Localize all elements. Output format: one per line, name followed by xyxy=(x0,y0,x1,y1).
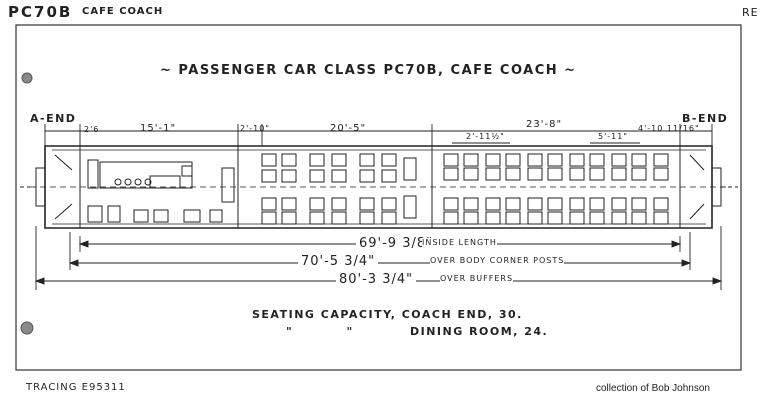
coach-seat xyxy=(569,167,585,181)
dim-kitchen: 15'-1" xyxy=(140,123,177,134)
coach-seat xyxy=(611,197,627,211)
coach-seat xyxy=(569,197,585,211)
dim-coach: 23'-8" xyxy=(526,119,563,130)
coach-seat xyxy=(505,197,521,211)
corner-fragment: RE xyxy=(742,6,759,19)
inside-length-value: 69'-9 3/8" xyxy=(356,236,437,251)
coach-seat xyxy=(631,211,647,225)
coach-seat xyxy=(443,153,459,167)
coach-seat xyxy=(653,211,669,225)
over-buffers-value: 80'-3 3/4" xyxy=(336,272,417,287)
punch-hole-top xyxy=(21,72,33,84)
coach-seat xyxy=(611,153,627,167)
coach-seat xyxy=(631,197,647,211)
coach-seat xyxy=(443,197,459,211)
dim-dining: 20'-5" xyxy=(330,123,367,134)
coach-seat xyxy=(485,167,501,181)
top-dimension-line xyxy=(44,124,713,146)
dim-b-end: 4'-10 11/16" xyxy=(638,124,700,133)
dim-seat-pitch-a: 2'-11½" xyxy=(466,132,505,141)
coach-seat xyxy=(505,153,521,167)
coach-seat xyxy=(463,167,479,181)
coach-seat xyxy=(589,167,605,181)
a-end-label: A-END xyxy=(30,112,77,125)
over-posts-value: 70'-5 3/4" xyxy=(298,254,379,269)
coach-seat xyxy=(463,197,479,211)
coach-seat xyxy=(631,153,647,167)
over-buffers-label: OVER BUFFERS xyxy=(440,274,514,283)
b-end-label: B-END xyxy=(682,112,729,125)
coach-seat xyxy=(589,153,605,167)
coach-seat xyxy=(547,211,563,225)
collection-credit: collection of Bob Johnson xyxy=(596,383,710,394)
dim-a-end: 2'6 xyxy=(84,125,100,134)
class-code: PC70B xyxy=(8,3,73,21)
coach-seat xyxy=(547,153,563,167)
class-name: CAFE COACH xyxy=(82,6,164,17)
dining-tables xyxy=(261,153,417,225)
coach-seat xyxy=(527,211,543,225)
coach-seat xyxy=(463,211,479,225)
tracing-number: TRACING E95311 xyxy=(26,382,126,393)
coach-seat xyxy=(653,153,669,167)
coach-seat xyxy=(443,167,459,181)
kitchen-fixtures xyxy=(87,178,223,223)
coach-seat xyxy=(547,197,563,211)
coach-seat xyxy=(505,211,521,225)
coach-seat xyxy=(611,167,627,181)
coach-seat xyxy=(443,211,459,225)
coach-seat xyxy=(653,197,669,211)
coach-seat xyxy=(589,197,605,211)
punch-hole-bottom xyxy=(20,321,34,335)
coach-seat xyxy=(485,211,501,225)
seating-ditto-marks: " " xyxy=(286,325,354,338)
dim-passage: 2'-10" xyxy=(240,124,271,133)
coach-seat xyxy=(611,211,627,225)
coach-seat xyxy=(589,211,605,225)
coach-seat xyxy=(485,197,501,211)
coach-seat xyxy=(527,153,543,167)
seating-capacity-dining: DINING ROOM, 24. xyxy=(410,325,549,338)
over-posts-label: OVER BODY CORNER POSTS xyxy=(430,256,565,265)
coach-seat xyxy=(527,197,543,211)
seating-capacity-coach: SEATING CAPACITY, COACH END, 30. xyxy=(252,308,523,321)
coach-seat xyxy=(569,153,585,167)
coach-seats xyxy=(443,153,669,225)
coach-seat xyxy=(653,167,669,181)
dim-seat-pitch-b: 5'-11" xyxy=(598,132,629,141)
coach-seat xyxy=(631,167,647,181)
drawing-title: ~ PASSENGER CAR CLASS PC70B, CAFE COACH … xyxy=(160,63,577,78)
drawing-border xyxy=(15,24,742,371)
coach-seat xyxy=(527,167,543,181)
inside-length-label: INSIDE LENGTH xyxy=(422,238,497,247)
coach-seat xyxy=(569,211,585,225)
coach-seat xyxy=(547,167,563,181)
coach-seat xyxy=(485,153,501,167)
coach-seat xyxy=(463,153,479,167)
coach-seat xyxy=(505,167,521,181)
